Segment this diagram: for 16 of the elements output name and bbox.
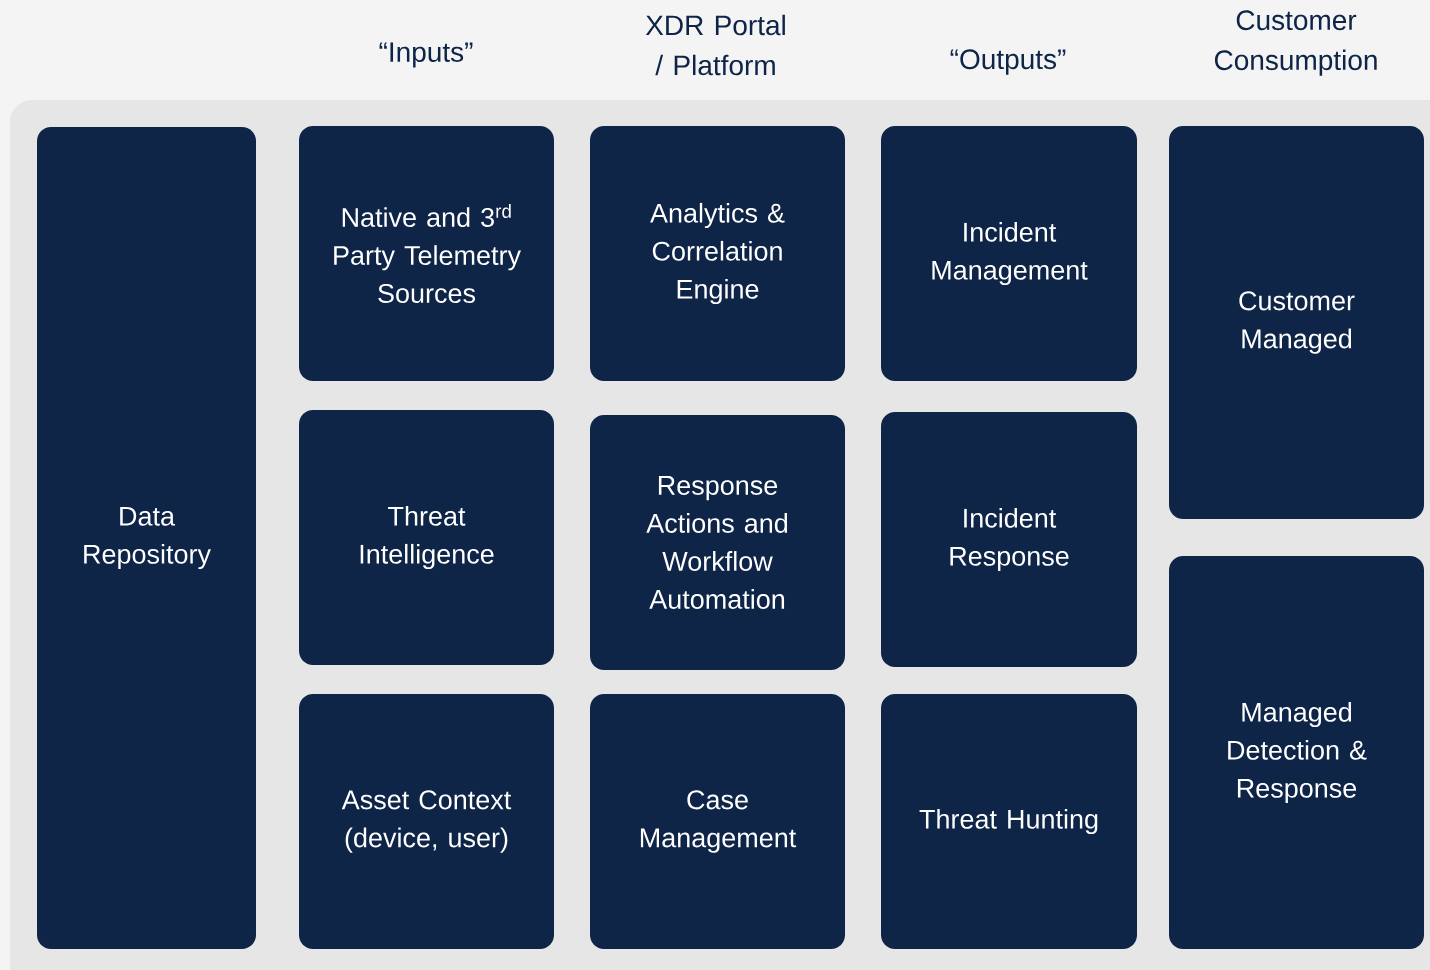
column-header: Customer Consumption xyxy=(1214,10,1377,76)
box: Analytics & Correlation Engine xyxy=(590,126,845,381)
box: Data Repository xyxy=(37,127,256,949)
box: Threat Intelligence xyxy=(299,410,554,665)
box: Response Actions and Workflow Automation xyxy=(590,415,845,670)
box: Native and 3$^{rd}$ Party Telemetry Sources xyxy=(299,126,554,381)
box: Managed Detection & Response xyxy=(1169,556,1424,949)
column-header: XDR Portal / Platform xyxy=(645,14,785,76)
box: Threat Hunting xyxy=(881,694,1137,949)
box: Case Management xyxy=(590,694,845,949)
box: Incident Response xyxy=(881,412,1137,667)
box: Asset Context (device, user) xyxy=(299,694,554,949)
column-header: “Outputs” xyxy=(950,49,1066,75)
box: Customer Managed xyxy=(1169,126,1424,519)
box: Incident Management xyxy=(881,126,1137,381)
column-header: “Inputs” xyxy=(379,42,473,68)
